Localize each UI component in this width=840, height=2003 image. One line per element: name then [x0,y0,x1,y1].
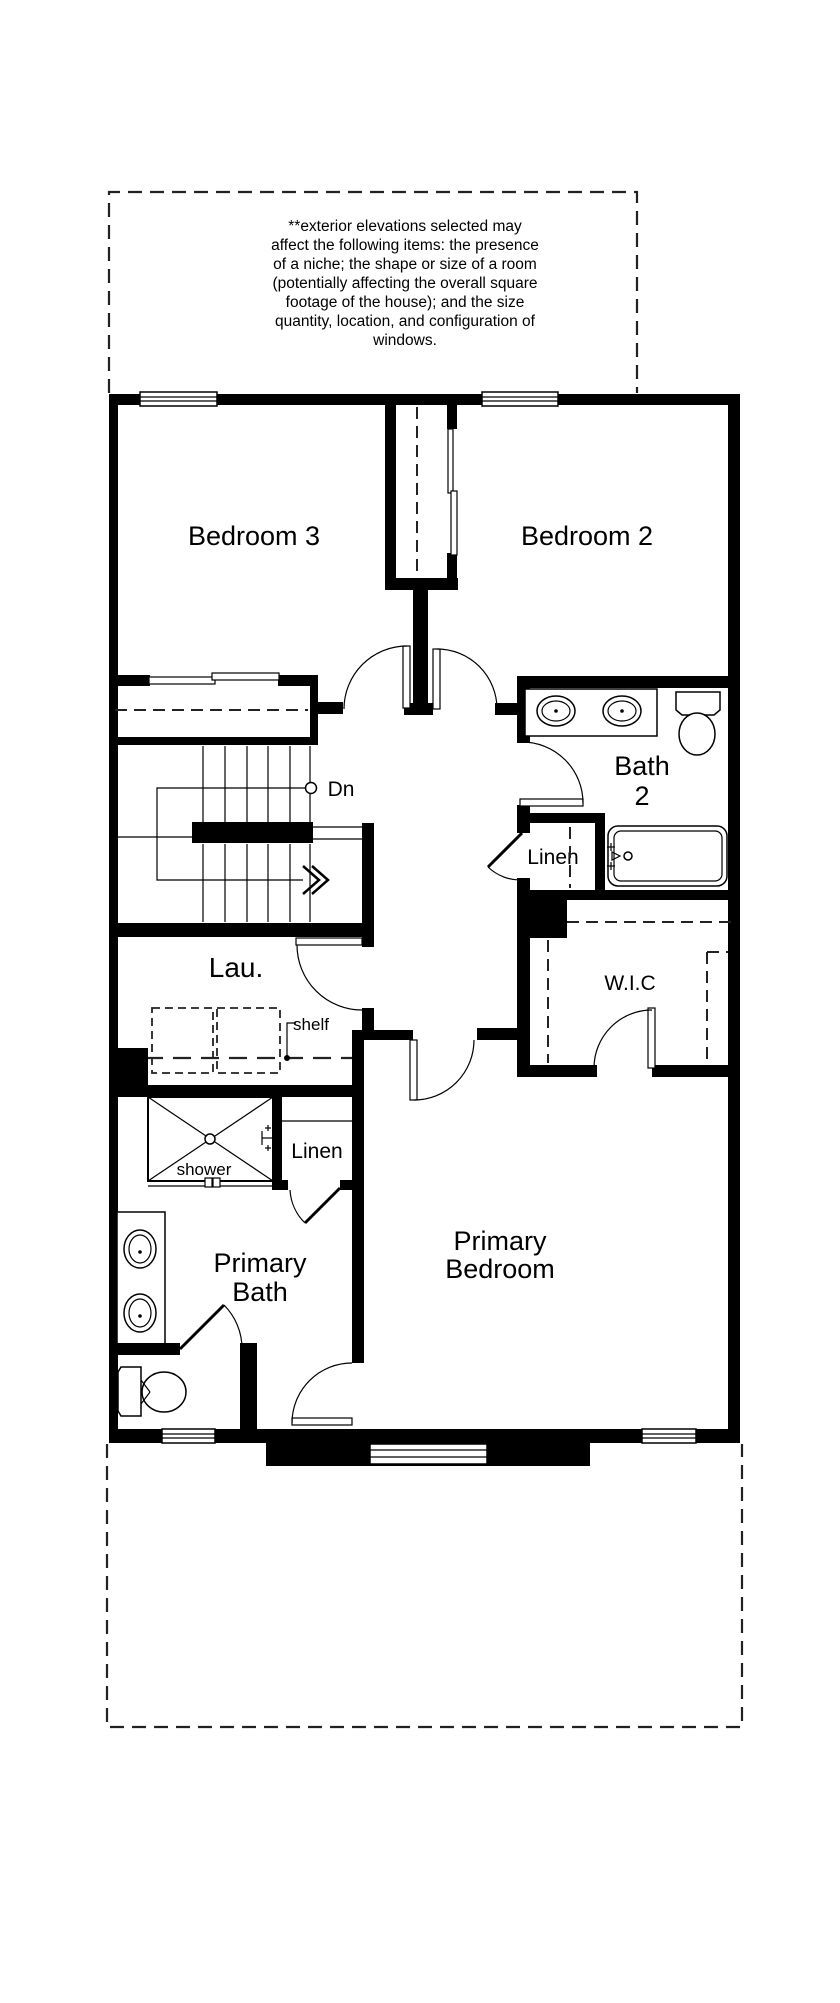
shower-drain [204,1133,216,1145]
disclaimer-line-1: **exterior elevations selected may [288,218,522,235]
linen-hall: Linen [486,827,579,888]
wic: W.I.C [517,898,740,1077]
bedroom2-door [432,648,498,710]
stair-treads-lower [202,844,311,922]
disclaimer-line-4: (potentially affecting the overall squar… [272,275,537,292]
linen-primary-door [289,1186,342,1225]
linen-hall-door [486,831,524,881]
shelf-callout: shelf [284,1015,329,1061]
shower-head [261,1125,272,1151]
bath2-label-line2: 2 [634,781,649,811]
primary-bedroom-window-right [641,1428,697,1444]
closet-bypass-door [450,490,458,556]
primary-bedroom-entry [352,1028,530,1101]
disclaimer-line-2: affect the following items: the presence [271,237,539,254]
primary-bath-hall-door [291,1362,353,1426]
bay-window [369,1443,488,1465]
down-arrow-chevron [311,865,330,895]
bath2: Bath 2 [517,676,740,900]
stairs-down-label: Dn [328,778,355,801]
primary-bath: Primary Bath [109,1030,364,1430]
wic-door [593,1007,656,1069]
bedroom2: Bedroom 2 [385,403,653,590]
bath2-vanity [524,688,658,737]
bedroom2-label: Bedroom 2 [521,521,653,551]
wall-mass [112,1048,148,1085]
laundry-door [295,937,363,1011]
hall-walls [318,590,517,715]
shelf-label: shelf [293,1015,329,1034]
closet-bypass-door [447,428,454,494]
tub-faucet [611,851,622,861]
stairs: Dn [109,746,374,937]
exterior-walls [109,394,740,1466]
bath2-toilet [675,691,721,756]
option-boundary-top [107,190,639,393]
primary-bedroom: Primary Bedroom [445,1226,555,1284]
bedroom3-label: Bedroom 3 [188,521,320,551]
linen-primary: Linen [272,1120,352,1225]
stair-divider-wall [192,822,313,843]
tub-drain [623,851,633,861]
stair-walkline [156,781,330,895]
primary-vanity [116,1211,166,1346]
bedroom3: Bedroom 3 [109,521,320,745]
bathtub [607,825,728,887]
bedroom2-window [481,391,559,407]
bedroom3-window [139,391,218,407]
primary-bedroom-label-line2: Bedroom [445,1254,555,1284]
bedroom3-closet [109,672,318,745]
shower-label: shower [177,1160,232,1179]
washer [151,1007,214,1074]
disclaimer-line-5: footage of the house); and the size [286,294,525,311]
wall-mass [517,898,567,938]
closet-bypass-door [148,676,216,685]
primary-bedroom-label-line1: Primary [454,1226,547,1256]
stair-treads-upper [202,746,311,822]
disclaimer-line-7: windows. [372,332,437,349]
shower-room: shower [109,1085,364,1190]
laundry-label: Lau. [209,952,264,983]
dryer [216,1007,281,1074]
bath2-label-line1: Bath [614,751,670,781]
windows [139,391,697,1465]
wic-label: W.I.C [604,972,655,995]
down-arrow-chevron [302,865,321,895]
bedroom3-door [343,645,411,710]
toilet-room-door [178,1303,243,1351]
primary-toilet [117,1366,187,1417]
primary-bath-label-line1: Primary [214,1248,307,1278]
closet-bypass-door [211,672,280,681]
shower-glass-door [148,1177,273,1188]
disclaimer-note: **exterior elevations selected may affec… [271,218,539,349]
primary-bath-window [161,1428,216,1444]
bath2-door [519,741,584,807]
laundry: Lau. shelf [112,937,374,1085]
primary-bath-label-line2: Bath [232,1277,288,1307]
linen-hall-label: Linen [527,846,578,869]
bedroom2-closet [385,403,458,590]
disclaimer-line-6: quantity, location, and configuration of [275,313,536,330]
linen-primary-label: Linen [291,1140,342,1163]
option-boundary-bottom [105,1444,744,1729]
walkline-start-circle [304,781,318,795]
disclaimer-line-3: of a niche; the shape or size of a room [273,256,537,273]
